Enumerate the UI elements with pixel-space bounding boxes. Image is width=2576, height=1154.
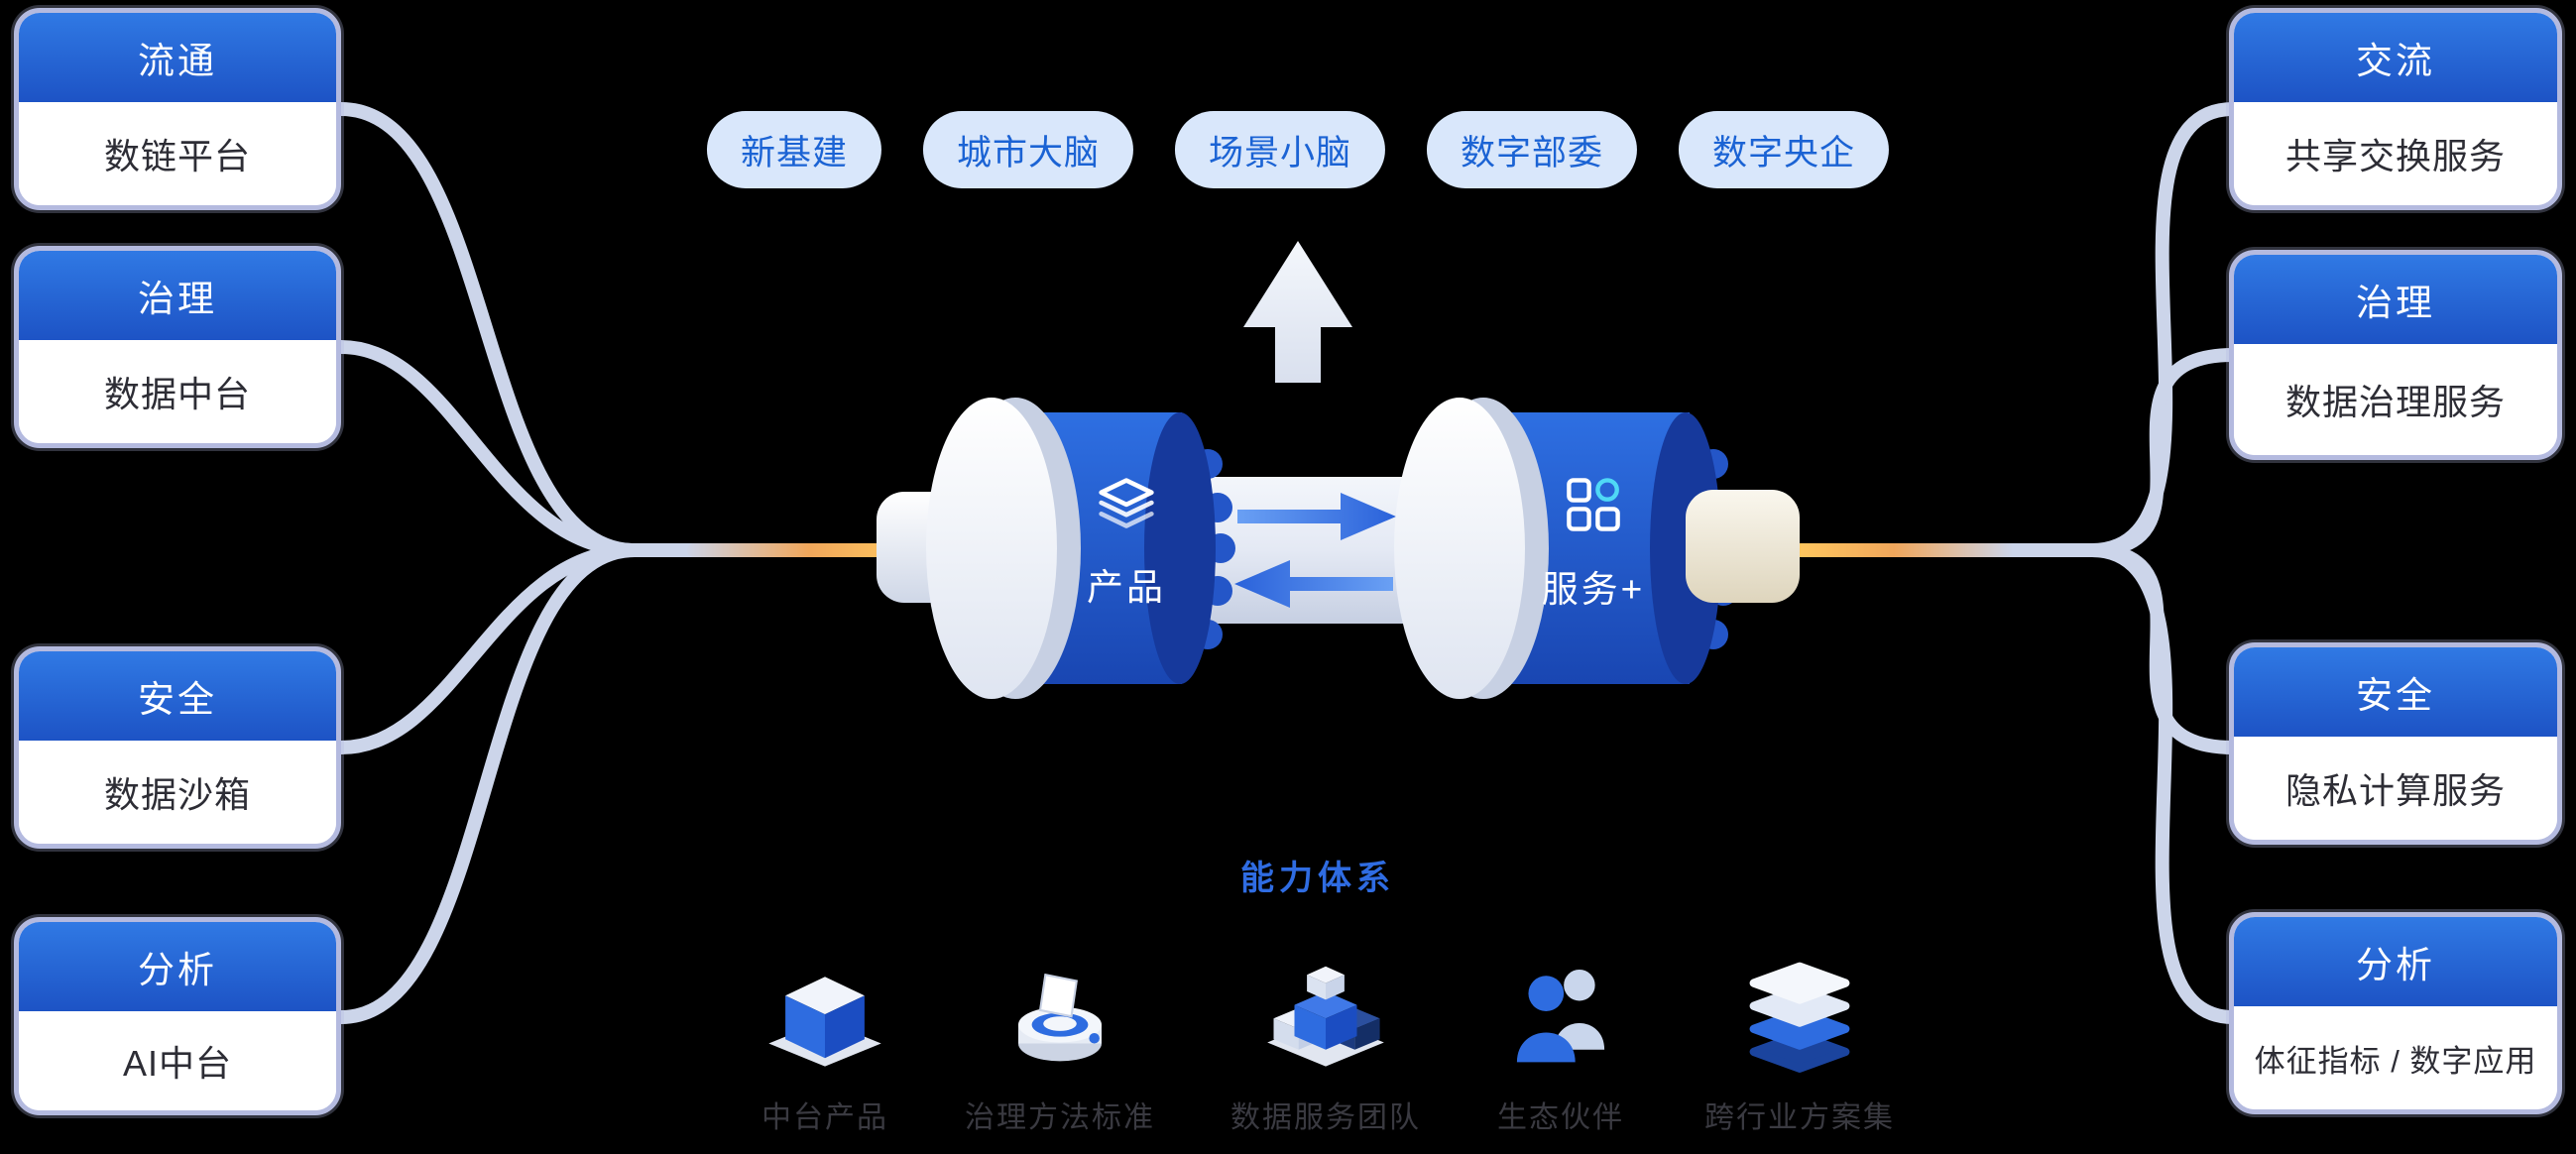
- bottom-item-label: 生态伙伴: [1497, 1101, 1624, 1134]
- card-title-text: 治理: [2356, 283, 2435, 323]
- bottom-item-governance-standards: 治理方法标准: [931, 950, 1189, 1136]
- card-subtitle-text: 体征指标 / 数字应用: [2254, 1043, 2537, 1079]
- service-drum: [1394, 398, 1800, 699]
- card-title: 交流: [2234, 13, 2557, 102]
- card-analysis-left: 分析 AI中台: [14, 917, 341, 1115]
- up-arrow-icon: [1243, 241, 1352, 383]
- card-subtitle: 数据沙箱: [19, 741, 336, 844]
- card-subtitle: 体征指标 / 数字应用: [2234, 1006, 2557, 1109]
- pill-city-brain: 城市大脑: [922, 111, 1133, 188]
- podium-document-icon: [1018, 973, 1102, 1062]
- grid-icon: [1567, 478, 1620, 531]
- card-title-text: 分析: [2356, 945, 2435, 985]
- card-governance-right: 治理 数据治理服务: [2229, 250, 2562, 460]
- bottom-item-industry-solutions: 跨行业方案集: [1671, 950, 1929, 1136]
- product-drum: [877, 398, 1235, 699]
- card-title: 安全: [19, 651, 336, 741]
- card-title-text: 安全: [2356, 675, 2435, 716]
- pill-digital-ministry: 数字部委: [1427, 111, 1638, 188]
- bottom-item-label: 治理方法标准: [965, 1101, 1155, 1134]
- service-drum-text: 服务+: [1541, 569, 1646, 610]
- exchange-arrows-icon: [1234, 493, 1396, 608]
- card-subtitle-text: AI中台: [122, 1043, 232, 1084]
- card-governance-left: 治理 数据中台: [14, 246, 341, 448]
- pill-scene-brain: 场景小脑: [1174, 111, 1386, 188]
- pill-digital-soe: 数字央企: [1679, 111, 1890, 188]
- card-subtitle: 数据治理服务: [2234, 344, 2557, 455]
- bottom-item-eco-partners: 生态伙伴: [1432, 950, 1690, 1136]
- card-subtitle: 共享交换服务: [2234, 102, 2557, 205]
- card-title: 治理: [19, 251, 336, 340]
- card-title-text: 流通: [138, 41, 217, 81]
- card-subtitle: 数据中台: [19, 340, 336, 443]
- product-drum-label: 产品: [1047, 476, 1206, 611]
- card-title: 流通: [19, 13, 336, 102]
- product-drum-text: 产品: [1087, 567, 1166, 608]
- card-subtitle-text: 数据沙箱: [103, 774, 251, 815]
- card-security-right: 安全 隐私计算服务: [2229, 642, 2562, 845]
- card-circulation: 流通 数链平台: [14, 8, 341, 210]
- service-drum-label: 服务+: [1509, 476, 1678, 613]
- card-subtitle-text: 数据治理服务: [2284, 382, 2506, 422]
- card-title: 安全: [2234, 647, 2557, 737]
- connector-lines-right: [1788, 102, 2240, 1024]
- card-title-text: 治理: [138, 279, 217, 319]
- connector-lines-left: [334, 102, 909, 1024]
- card-subtitle-text: 数链平台: [103, 136, 251, 176]
- card-title: 分析: [19, 922, 336, 1011]
- card-subtitle-text: 隐私计算服务: [2284, 770, 2506, 811]
- blocks-cluster-icon: [1267, 966, 1384, 1067]
- card-subtitle-text: 数据中台: [103, 374, 251, 414]
- pill-new-infrastructure: 新基建: [706, 111, 881, 188]
- bottom-item-label: 中台产品: [761, 1101, 888, 1134]
- top-pill-row: 新基建 城市大脑 场景小脑 数字部委 数字央企: [706, 111, 1890, 188]
- card-title-text: 分析: [138, 950, 217, 990]
- card-exchange: 交流 共享交换服务: [2229, 8, 2562, 210]
- cube-icon: [768, 977, 881, 1067]
- card-subtitle: AI中台: [19, 1011, 336, 1110]
- card-title: 治理: [2234, 255, 2557, 344]
- bottom-item-label: 跨行业方案集: [1704, 1101, 1895, 1134]
- card-subtitle: 数链平台: [19, 102, 336, 205]
- people-icon: [1516, 969, 1605, 1063]
- card-security-left: 安全 数据沙箱: [14, 646, 341, 849]
- stacked-layers-icon: [1749, 962, 1850, 1073]
- card-title-text: 安全: [138, 679, 217, 720]
- card-subtitle-text: 共享交换服务: [2284, 136, 2506, 176]
- bottom-item-label: 数据服务团队: [1230, 1101, 1421, 1134]
- layers-icon: [1099, 478, 1154, 528]
- bottom-item-data-service-team: 数据服务团队: [1197, 950, 1455, 1136]
- card-title: 分析: [2234, 917, 2557, 1006]
- bottom-item-platform-products: 中台产品: [696, 950, 954, 1136]
- card-title-text: 交流: [2356, 41, 2435, 81]
- capability-system-label: 能力体系: [1240, 860, 1395, 897]
- card-subtitle: 隐私计算服务: [2234, 737, 2557, 840]
- card-analysis-right: 分析 体征指标 / 数字应用: [2229, 912, 2562, 1114]
